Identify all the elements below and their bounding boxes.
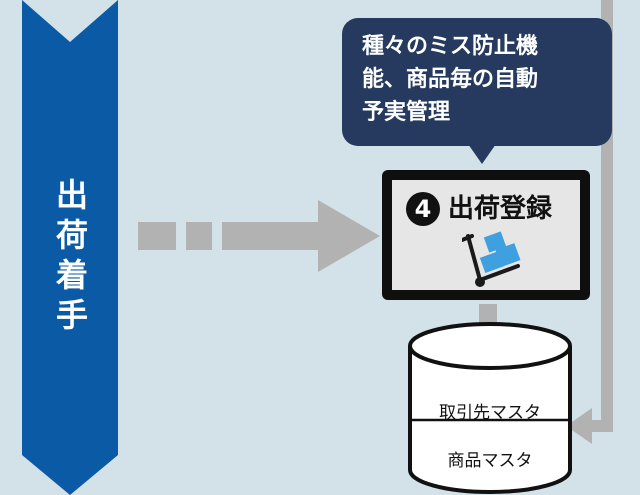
step-badge: 4 <box>406 192 440 226</box>
cart-icon <box>462 231 521 287</box>
banner-char: 着 <box>55 256 88 294</box>
dash-segment <box>222 222 318 250</box>
screen-panel: 4 出荷登録 <box>392 180 580 290</box>
connector-horizontal <box>592 420 613 432</box>
callout-tail <box>468 144 496 164</box>
monitor-screen: 4 出荷登録 <box>382 170 590 300</box>
db-top <box>408 322 572 370</box>
banner-shape <box>22 0 118 495</box>
arrow-head <box>318 200 380 272</box>
process-banner <box>22 0 118 495</box>
callout-line: 能、商品毎の自動 <box>362 67 539 92</box>
database-cylinder <box>408 322 572 494</box>
step-title: 出荷登録 <box>448 194 553 224</box>
dash-segment <box>186 222 212 250</box>
banner-char: 手 <box>55 296 88 334</box>
callout-bubble: 種々のミス防止機 能、商品毎の自動 予実管理 <box>342 18 612 146</box>
callout-line: 予実管理 <box>362 100 451 125</box>
banner-label: 出 荷 着 手 <box>40 175 104 335</box>
callout-line: 種々のミス防止機 <box>362 34 539 59</box>
banner-char: 荷 <box>55 216 88 254</box>
dash-segment <box>138 222 176 250</box>
db-label-clients: 取引先マスタ <box>439 403 541 423</box>
db-label-products: 商品マスタ <box>447 451 533 471</box>
banner-char: 出 <box>55 176 88 214</box>
dashed-flow-arrow <box>138 200 380 272</box>
